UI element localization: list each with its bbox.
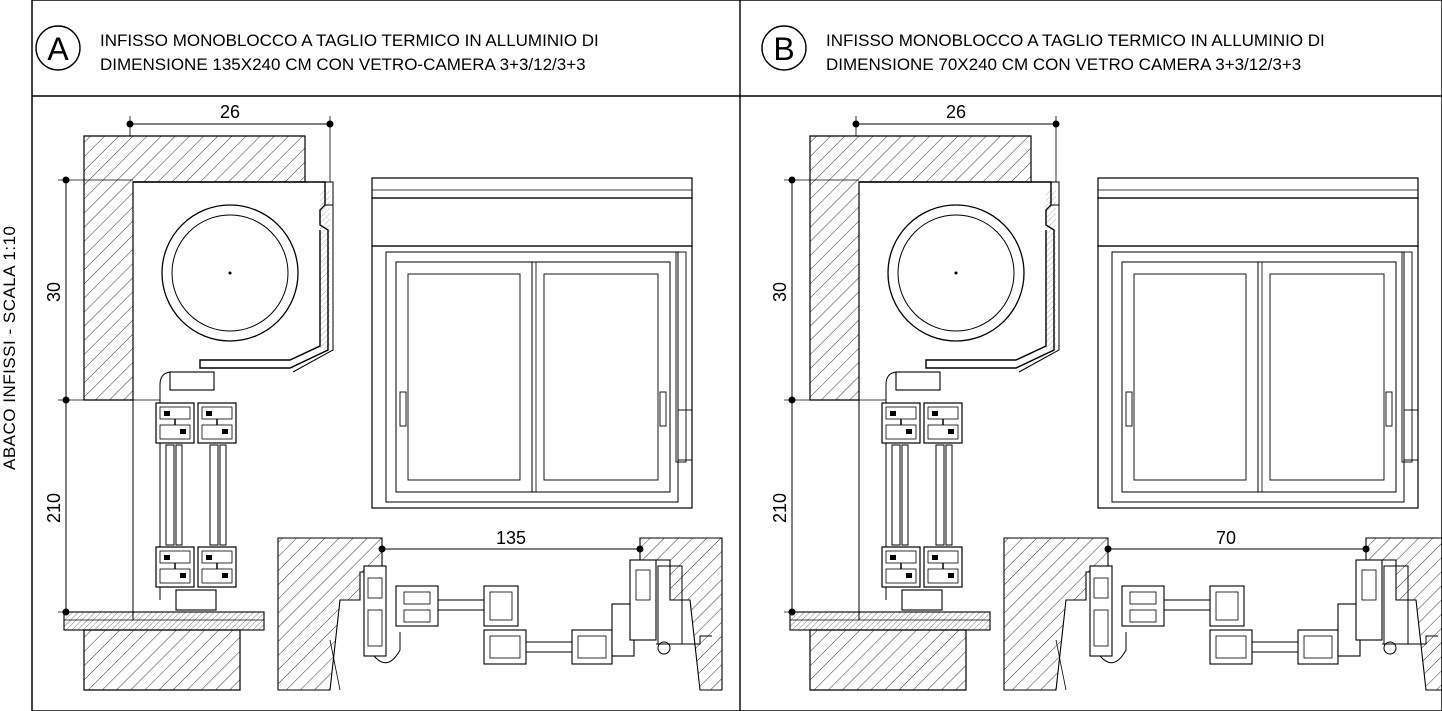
dim-upper-label: 30 [44, 282, 64, 302]
dim-top-label: 26 [220, 102, 240, 122]
panel-title-line2: DIMENSIONE 135X240 CM CON VETRO-CAMERA 3… [100, 55, 586, 74]
dim-upper-label: 30 [770, 282, 790, 302]
panel-title-line1: INFISSO MONOBLOCCO A TAGLIO TERMICO IN A… [826, 31, 1325, 50]
sheet-border [31, 0, 1442, 711]
panel-a: A INFISSO MONOBLOCCO A TAGLIO TERMICO IN… [36, 26, 722, 690]
dim-width-label: 70 [1216, 528, 1236, 548]
dim-lower-label: 210 [770, 493, 790, 523]
dim-width-label: 135 [496, 528, 526, 548]
panel-b: B INFISSO MONOBLOCCO A TAGLIO TERMICO IN… [762, 26, 1442, 690]
panel-letter: B [773, 31, 794, 67]
panel-letter: A [47, 31, 69, 67]
dim-top-label: 26 [946, 102, 966, 122]
dim-lower-label: 210 [44, 493, 64, 523]
panel-title-line1: INFISSO MONOBLOCCO A TAGLIO TERMICO IN A… [100, 31, 599, 50]
panel-title-line2: DIMENSIONE 70X240 CM CON VETRO CAMERA 3+… [826, 55, 1301, 74]
